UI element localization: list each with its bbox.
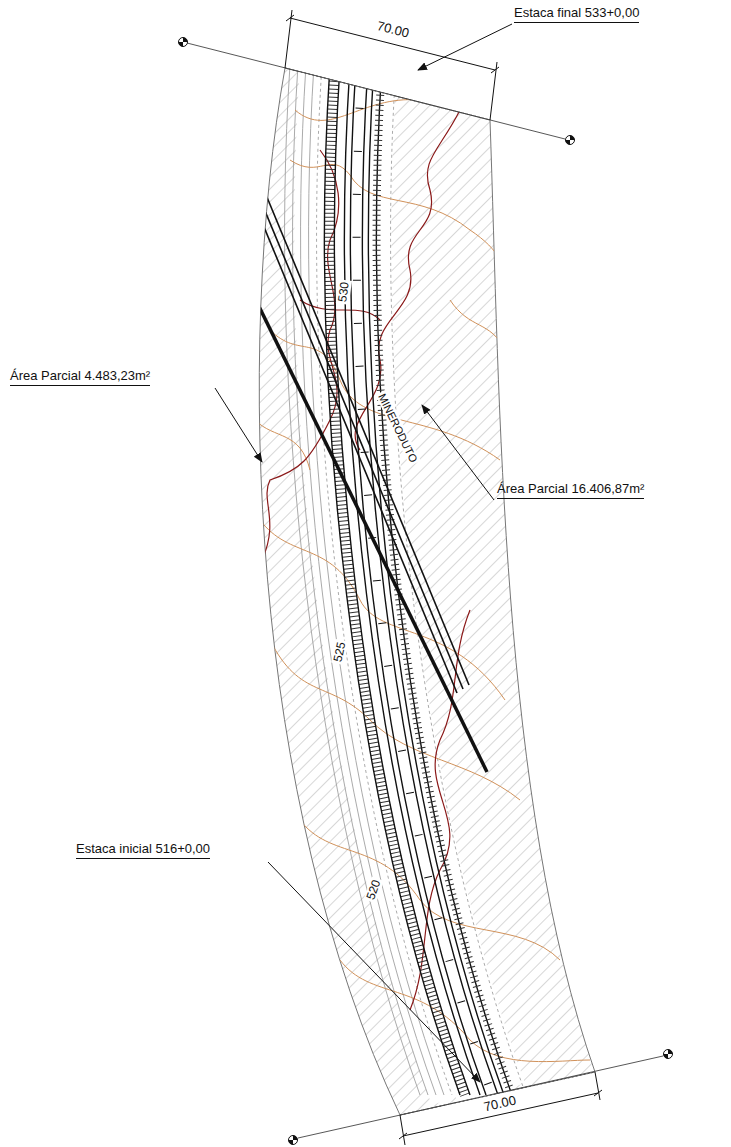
station-label: Estaca inicial 516+0,00 [76,842,210,859]
area-label: Área Parcial 4.483,23m² [10,369,150,386]
station-label: Estaca final 533+0,00 [514,6,639,23]
area-label: Área Parcial 16.406,87m² [497,482,644,499]
dimension-label: 70.00 [374,19,413,42]
